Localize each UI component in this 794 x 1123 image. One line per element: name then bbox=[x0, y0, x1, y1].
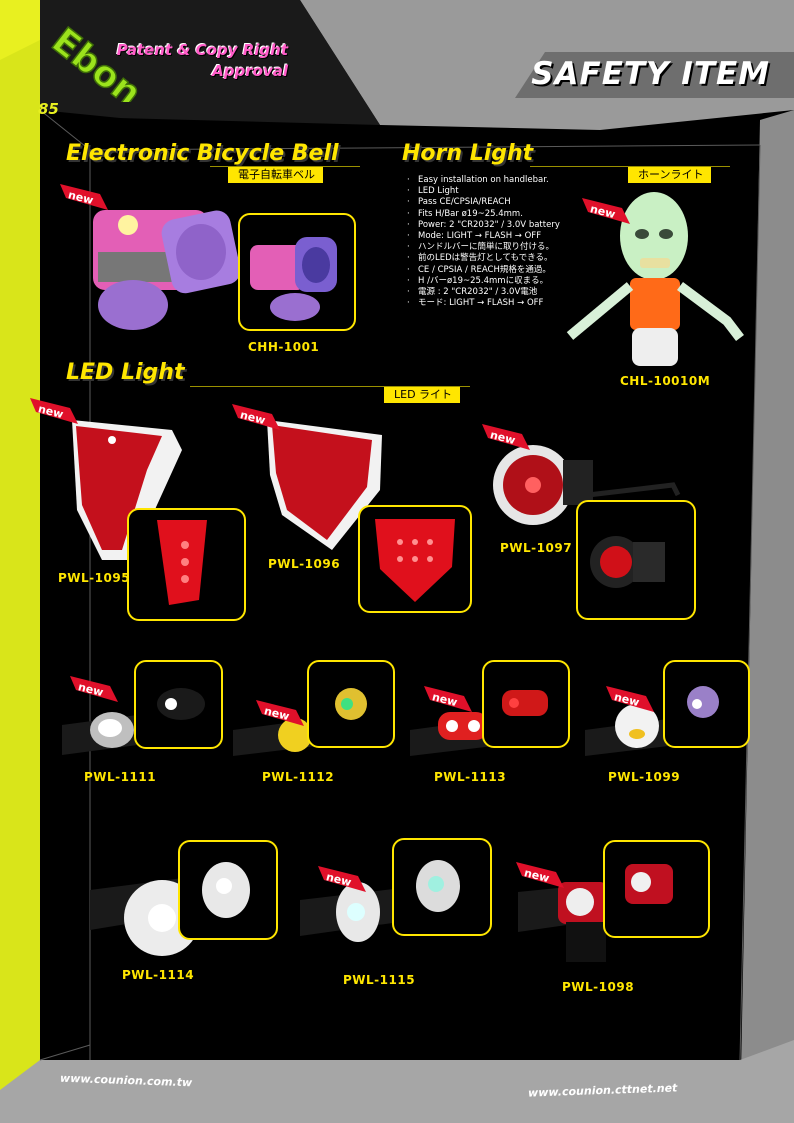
pwl-1099-detail-image bbox=[687, 686, 719, 718]
new-tag-label: new bbox=[37, 402, 65, 421]
new-tag-label: new bbox=[613, 690, 641, 709]
pwl-1114-detail-frame bbox=[178, 840, 278, 940]
horn-feature: Power: 2 "CR2032" / 3.0V battery bbox=[405, 220, 595, 231]
horn-feature: モード: LIGHT → FLASH → OFF bbox=[405, 298, 595, 309]
pwl-1097-detail-image bbox=[590, 536, 665, 588]
patent-approval-text: Patent & Copy Right Approval bbox=[108, 40, 288, 82]
product-code-pwl-1112: PWL-1112 bbox=[262, 770, 335, 784]
new-tag-label: new bbox=[589, 202, 617, 221]
horn-jp-title: ホーンライト bbox=[628, 167, 712, 183]
new-tag-pwl-1096: new bbox=[232, 404, 280, 430]
pwl-1096-detail-frame bbox=[358, 505, 472, 613]
pwl-1098-detail-frame bbox=[603, 840, 710, 938]
pwl-1112-detail-frame bbox=[307, 660, 395, 748]
pwl-1111-detail-image bbox=[157, 688, 205, 720]
pwl-1113-detail-image bbox=[502, 690, 548, 716]
pwl-1097-image bbox=[493, 445, 681, 525]
bell-detail-image bbox=[250, 237, 337, 321]
page-title: SAFETY ITEM bbox=[531, 56, 770, 92]
led-jp-title: LED ライト bbox=[384, 387, 461, 403]
product-code-chl-10010m: CHL-10010M bbox=[620, 374, 711, 388]
horn-feature-list: Easy installation on handlebar. LED Ligh… bbox=[405, 175, 595, 310]
horn-feature: Easy installation on handlebar. bbox=[405, 175, 595, 186]
new-tag-label: new bbox=[67, 188, 95, 207]
page-number: 85 bbox=[38, 100, 59, 118]
bell-rule bbox=[210, 166, 360, 167]
new-tag-pwl-1111: new bbox=[70, 676, 118, 702]
new-tag-pwl-1097: new bbox=[482, 424, 530, 450]
pwl-1096-detail-image bbox=[375, 519, 455, 602]
horn-feature: CE / CPSIA / REACH規格を通過。 bbox=[405, 265, 595, 276]
bell-main-image bbox=[93, 210, 238, 330]
title-banner bbox=[515, 52, 794, 98]
pwl-1112-detail-image bbox=[335, 688, 367, 720]
product-code-pwl-1098: PWL-1098 bbox=[562, 980, 635, 994]
new-tag-pwl-1099: new bbox=[606, 686, 654, 712]
pwl-1095-detail-image bbox=[157, 520, 207, 605]
bell-section-title: Electronic Bicycle Bell bbox=[66, 141, 339, 166]
pwl-1099-detail-frame bbox=[663, 660, 750, 748]
product-code-pwl-1111: PWL-1111 bbox=[84, 770, 157, 784]
product-code-pwl-1113: PWL-1113 bbox=[434, 770, 507, 784]
new-tag-label: new bbox=[523, 866, 551, 885]
product-code-pwl-1095: PWL-1095 bbox=[58, 571, 131, 585]
horn-light-image bbox=[566, 192, 744, 366]
horn-rule bbox=[530, 166, 730, 167]
product-code-pwl-1096: PWL-1096 bbox=[268, 557, 341, 571]
product-code-pwl-1099: PWL-1099 bbox=[608, 770, 681, 784]
horn-feature: Pass CE/CPSIA/REACH bbox=[405, 197, 595, 208]
new-tag-pwl-1095: new bbox=[30, 398, 78, 424]
pwl-1111-detail-frame bbox=[134, 660, 223, 749]
product-code-pwl-1097: PWL-1097 bbox=[500, 541, 573, 555]
product-code-chh-1001: CHH-1001 bbox=[248, 340, 320, 354]
new-tag-pwl-1098: new bbox=[516, 862, 564, 888]
pwl-1096-image bbox=[267, 420, 382, 550]
horn-feature: Mode: LIGHT → FLASH → OFF bbox=[405, 231, 595, 242]
pwl-1114-detail-image bbox=[202, 862, 250, 918]
new-tag-label: new bbox=[431, 690, 459, 709]
patent-line-2: Approval bbox=[212, 62, 288, 80]
pwl-1113-detail-frame bbox=[482, 660, 570, 748]
pwl-1115-detail-frame bbox=[392, 838, 492, 936]
pwl-1115-detail-image bbox=[416, 860, 460, 912]
new-tag-pwl-1113: new bbox=[424, 686, 472, 712]
new-tag-label: new bbox=[325, 870, 353, 889]
led-rule bbox=[190, 386, 470, 387]
pwl-1098-detail-image bbox=[625, 864, 673, 904]
new-tag-pwl-1115: new bbox=[318, 866, 366, 892]
ebon-logo: Ebon bbox=[43, 22, 140, 102]
bell-jp-title: 電子自転車ベル bbox=[228, 167, 323, 183]
pwl-1095-detail-frame bbox=[127, 508, 246, 621]
horn-feature: H /バーø19~25.4mmに収まる。 bbox=[405, 276, 595, 287]
horn-feature: 電源 : 2 "CR2032" / 3.0V電池 bbox=[405, 287, 595, 298]
new-tag-pwl-1112: new bbox=[256, 700, 304, 726]
new-tag-label: new bbox=[77, 680, 105, 699]
led-section-title: LED Light bbox=[66, 360, 185, 385]
product-code-pwl-1114: PWL-1114 bbox=[122, 968, 195, 982]
horn-feature: LED Light bbox=[405, 186, 595, 197]
horn-feature: 前のLEDは警告灯としてもできる。 bbox=[405, 253, 595, 264]
new-tag-bell: new bbox=[60, 184, 108, 210]
new-tag-label: new bbox=[489, 428, 517, 447]
patent-line-1: Patent & Copy Right bbox=[116, 41, 288, 59]
horn-section-title: Horn Light bbox=[402, 141, 534, 166]
bell-detail-frame bbox=[238, 213, 356, 331]
new-tag-horn: new bbox=[582, 198, 630, 224]
new-tag-label: new bbox=[263, 704, 291, 723]
horn-feature: ハンドルバーに簡単に取り付ける。 bbox=[405, 242, 595, 253]
pwl-1097-detail-frame bbox=[576, 500, 696, 620]
horn-feature: Fits H/Bar ø19~25.4mm. bbox=[405, 209, 595, 220]
new-tag-label: new bbox=[239, 408, 267, 427]
product-code-pwl-1115: PWL-1115 bbox=[343, 973, 416, 987]
pwl-1095-image bbox=[72, 420, 182, 560]
